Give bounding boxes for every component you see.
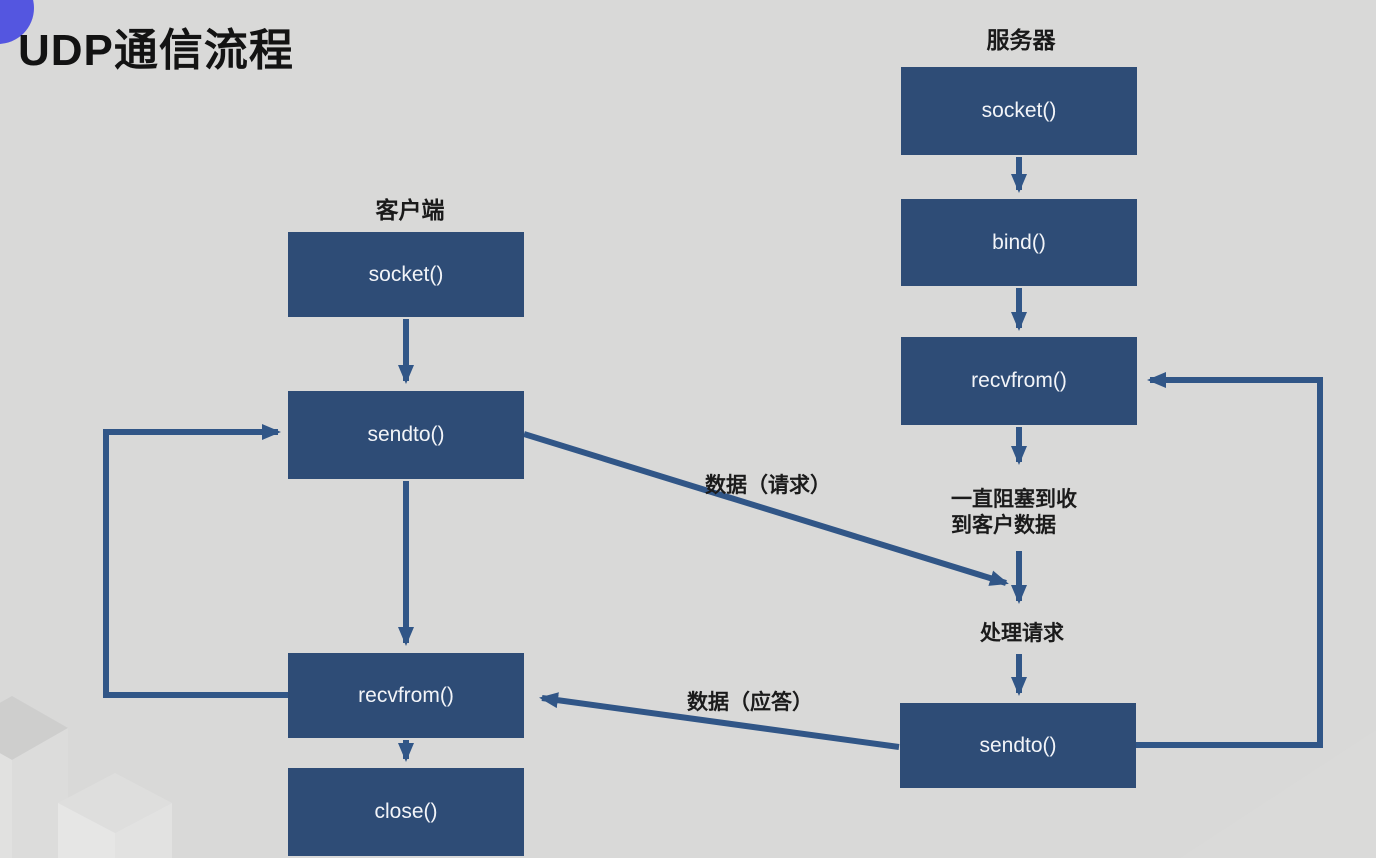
arrow-data-request [523, 431, 1009, 586]
server-sendto-node: sendto() [900, 703, 1136, 788]
server-socket-node: socket() [901, 67, 1137, 155]
client-close-node: close() [288, 768, 524, 856]
client-socket-node: socket() [288, 232, 524, 317]
data-request-label: 数据（请求） [705, 474, 831, 497]
server-bind-node: bind() [901, 199, 1137, 286]
client-column-label: 客户端 [375, 197, 445, 223]
client-recvfrom-node: recvfrom() [288, 653, 524, 738]
arrow-data-reply [539, 692, 900, 750]
process-request-note: 处理请求 [980, 622, 1064, 645]
arrow-client-loop-recvfrom-to-sendto [103, 424, 288, 698]
server-column-label: 服务器 [986, 27, 1056, 53]
slide-title: UDP通信流程 [18, 26, 294, 75]
blocking-note-line2: 到客户数据 [951, 514, 1056, 537]
decorative-cubes [0, 696, 1376, 858]
blocking-note-line1: 一直阻塞到收 [951, 488, 1077, 511]
data-reply-label: 数据（应答） [687, 691, 813, 714]
blocking-note: 一直阻塞到收 到客户数据 [951, 487, 1077, 539]
arrow-server-loop-sendto-to-recvfrom [1136, 372, 1323, 748]
server-recvfrom-node: recvfrom() [901, 337, 1137, 425]
client-sendto-node: sendto() [288, 391, 524, 479]
